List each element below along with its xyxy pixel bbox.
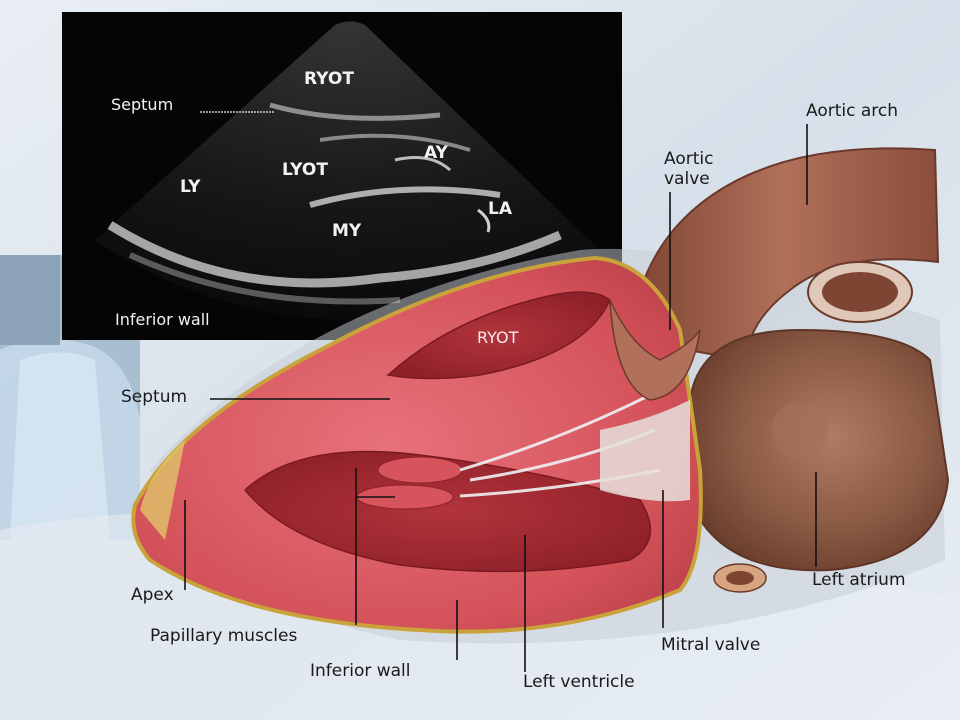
ultrasound-fan	[95, 21, 600, 320]
label-septum: Septum	[121, 387, 187, 407]
leader-lines	[184, 124, 817, 672]
echo-label-rvot: RYOT	[304, 69, 354, 89]
aortic-arch	[628, 147, 940, 362]
label-inferior-wall: Inferior wall	[310, 661, 411, 681]
label-left-atrium: Left atrium	[812, 570, 906, 590]
left-ventricle-cavity	[243, 450, 652, 573]
label-left-ventricle: Left ventricle	[523, 672, 635, 692]
echo-label-inferior-wall: Inferior wall	[115, 310, 210, 329]
label-aortic-valve-line1: Aortic	[664, 149, 713, 169]
echo-label-lv: LY	[180, 177, 201, 197]
echocardiogram-panel: RYOT Septum LY LYOT AY LA MY Inferior wa…	[62, 12, 622, 340]
echo-label-av: AY	[424, 143, 449, 163]
aortic-valve	[609, 299, 701, 401]
heart-label-rvot: RYOT	[477, 328, 519, 347]
papillary-muscle-1	[377, 456, 463, 484]
heart-illustration: RYOT	[131, 147, 950, 644]
label-apex: Apex	[131, 585, 174, 605]
label-aortic-arch: Aortic arch	[806, 101, 898, 121]
echo-label-mv: MY	[332, 221, 362, 241]
label-mitral-valve: Mitral valve	[661, 635, 760, 655]
echo-label-la: LA	[488, 199, 513, 219]
label-aortic-valve-line2: valve	[664, 169, 710, 189]
echo-label-septum: Septum	[111, 95, 173, 114]
echo-label-lvot: LYOT	[282, 160, 328, 180]
label-papillary-muscles: Papillary muscles	[150, 626, 297, 646]
outer-labels: Aortic arch Aortic valve Septum Apex Pap…	[121, 101, 906, 692]
